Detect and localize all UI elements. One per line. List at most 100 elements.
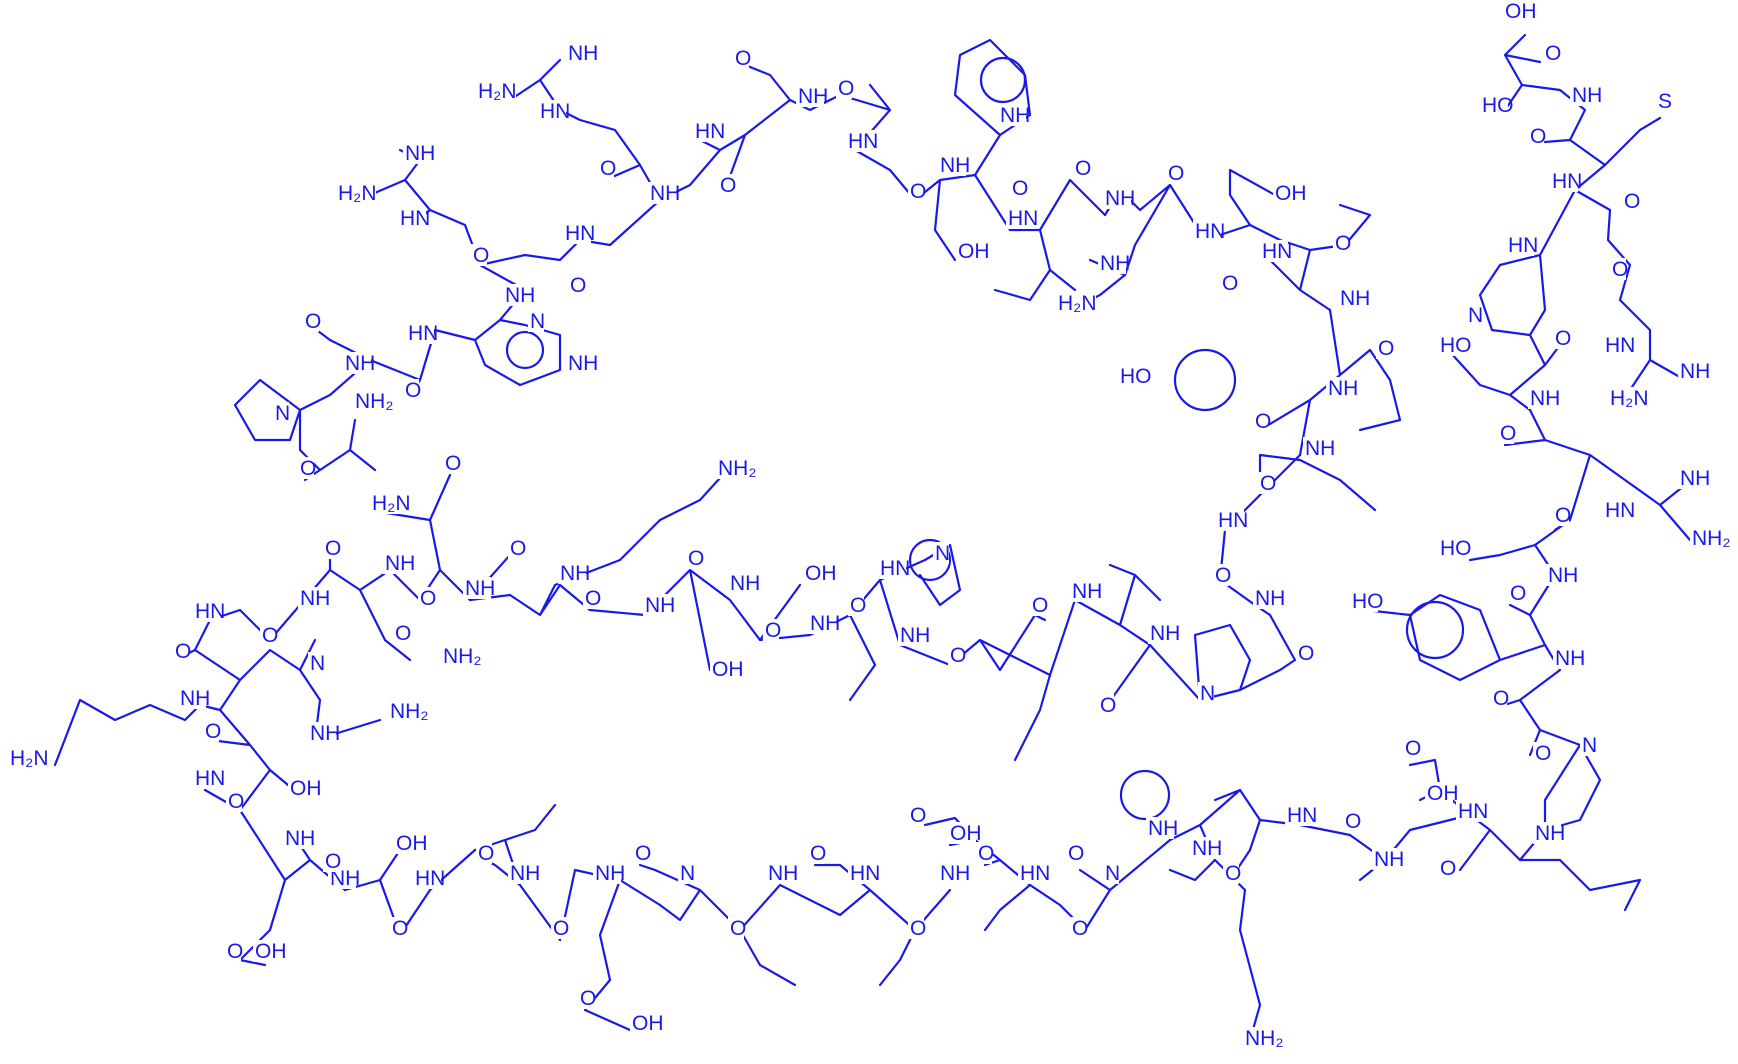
atom-label: O (1535, 742, 1551, 765)
atom-label-bg (403, 142, 431, 164)
atom-label-bg (1508, 582, 1524, 604)
atom-label-bg (538, 100, 566, 122)
atom-label-bg (1491, 687, 1507, 709)
atom-label-bg (1656, 90, 1672, 112)
atom-label: HN (540, 100, 570, 123)
atom-label-bg (343, 352, 371, 374)
atom-label: HN (1458, 800, 1488, 823)
atom-label-bg (1350, 590, 1378, 612)
atom-label-bg (1193, 220, 1221, 242)
atom-label-bg (508, 537, 524, 559)
atom-label-bg (803, 562, 831, 584)
atom-label-bg (1258, 472, 1274, 494)
atom-label-bg (1198, 682, 1214, 704)
atom-label-bg (710, 658, 738, 680)
atom-label-bg (528, 310, 544, 332)
atom-label: N (680, 862, 695, 885)
atom-label-bg (551, 917, 567, 939)
atom-label-bg (298, 587, 326, 609)
atom-label-bg (998, 104, 1026, 126)
atom-label: NH (730, 572, 760, 595)
atom-label: NH₂ (355, 390, 393, 413)
atom-label: NH (568, 42, 598, 65)
atom-label-bg (298, 457, 314, 479)
atom-label-bg (476, 80, 516, 102)
atom-label: HN (1552, 170, 1582, 193)
atom-label-bg (733, 47, 749, 69)
atom-label-bg (728, 572, 756, 594)
atom-label-bg (566, 352, 594, 374)
atom-label-bg (1553, 647, 1581, 669)
atom-label-bg (383, 552, 411, 574)
atom-label: O (305, 310, 321, 333)
atom-label-bg (1503, 0, 1531, 22)
atom-label: H₂N (10, 747, 48, 770)
atom-label-bg (1570, 84, 1598, 106)
atom-label: HN (1605, 334, 1635, 357)
atom-label-bg (288, 777, 316, 799)
atom-label: O (1555, 327, 1571, 350)
atom-label: OH (290, 777, 322, 800)
atom-label: O (1298, 642, 1314, 665)
atom-label: HN (1195, 220, 1225, 243)
atom-label-bg (1546, 564, 1574, 586)
atom-label: NH (1535, 822, 1565, 845)
atom-label: O (395, 622, 411, 645)
atom-label-bg (908, 917, 924, 939)
atom-label: OH (632, 1012, 664, 1035)
atom-label-bg (796, 85, 824, 107)
atom-label: O (445, 452, 461, 475)
atom-label: HO (1440, 334, 1472, 357)
atom-label: O (1222, 272, 1238, 295)
atom-label-bg (1438, 334, 1466, 356)
atom-label-bg (898, 624, 926, 646)
atom-label-bg (203, 720, 219, 742)
atom-label: O (1500, 422, 1516, 445)
atom-label: S (1658, 90, 1672, 113)
atom-label: H₂N (478, 80, 516, 103)
atom-label: O (1378, 337, 1394, 360)
atom-label: O (1168, 162, 1184, 185)
atom-label: N (530, 310, 545, 333)
atom-label: HN (415, 867, 445, 890)
atom-label: H₂N (372, 492, 410, 515)
atom-label-bg (808, 842, 824, 864)
atom-label-bg (476, 842, 492, 864)
atom-label: HN (565, 222, 595, 245)
atom-label-bg (1190, 837, 1218, 859)
atom-label: NH (1148, 817, 1178, 840)
atom-label: NH₂ (390, 700, 428, 723)
atom-label-bg (323, 537, 339, 559)
atom-label: NH (645, 594, 675, 617)
atom-label-bg (441, 645, 481, 667)
atom-label-bg (1533, 822, 1561, 844)
atom-label-bg (1253, 410, 1269, 432)
atom-label-bg (976, 842, 992, 864)
atom-label: O (1530, 125, 1546, 148)
atom-label: NH (1555, 647, 1585, 670)
atom-label: NH (1105, 187, 1135, 210)
atom-label-bg (471, 244, 487, 266)
atom-label: O (585, 587, 601, 610)
atom-label: N (1582, 734, 1597, 757)
atom-label: O (227, 940, 243, 963)
atom-label: O (205, 720, 221, 743)
atom-label: NH (310, 722, 340, 745)
atom-label-bg (808, 612, 836, 634)
atom-label: OH (255, 940, 287, 963)
atom-label: O (478, 842, 494, 865)
atom-label-bg (630, 1012, 658, 1034)
atom-label-bg (1622, 190, 1638, 212)
atom-label: NH (1572, 84, 1602, 107)
atom-label-bg (846, 130, 874, 152)
atom-label-bg (8, 747, 48, 769)
atom-label-bg (173, 640, 189, 662)
atom-label: H₂N (338, 182, 376, 205)
atom-label-bg (836, 77, 852, 99)
atom-label: OH (950, 822, 982, 845)
atom-label: O (228, 790, 244, 813)
atom-label-bg (1603, 499, 1631, 521)
atom-label: OH (1275, 182, 1307, 205)
atom-label-bg (1376, 337, 1392, 359)
atom-label: OH (958, 240, 990, 263)
